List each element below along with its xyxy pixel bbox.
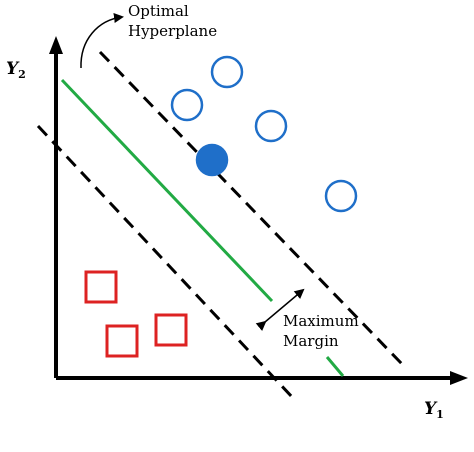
margin-double-arrow: [255, 288, 305, 331]
circle-support-vector: [195, 143, 229, 177]
hyperplane-pointer-arrow: [80, 13, 124, 69]
x-axis-label: Y1: [424, 399, 444, 421]
hyperplane-stub: [325, 356, 345, 377]
square-data-point: [105, 324, 139, 358]
x-axis-arrowhead: [450, 371, 468, 385]
circle-data-point: [170, 88, 204, 122]
hyperplane-label-line1: Optimal: [128, 2, 189, 20]
hyperplane-label-line2: Hyperplane: [128, 22, 217, 40]
circle-data-point: [254, 109, 288, 143]
upper-margin-line: [98, 50, 404, 366]
y-axis-arrowhead: [49, 36, 63, 54]
margin-label-line1: Maximum: [283, 312, 359, 330]
circle-data-point: [324, 179, 358, 213]
y-axis-label: Y2: [6, 59, 26, 81]
optimal-hyperplane-line: [60, 78, 274, 303]
square-data-point: [84, 270, 118, 304]
circle-data-point: [210, 55, 244, 89]
square-data-point: [154, 313, 188, 347]
lower-margin-line: [36, 124, 295, 400]
margin-label-line2: Margin: [283, 332, 339, 350]
